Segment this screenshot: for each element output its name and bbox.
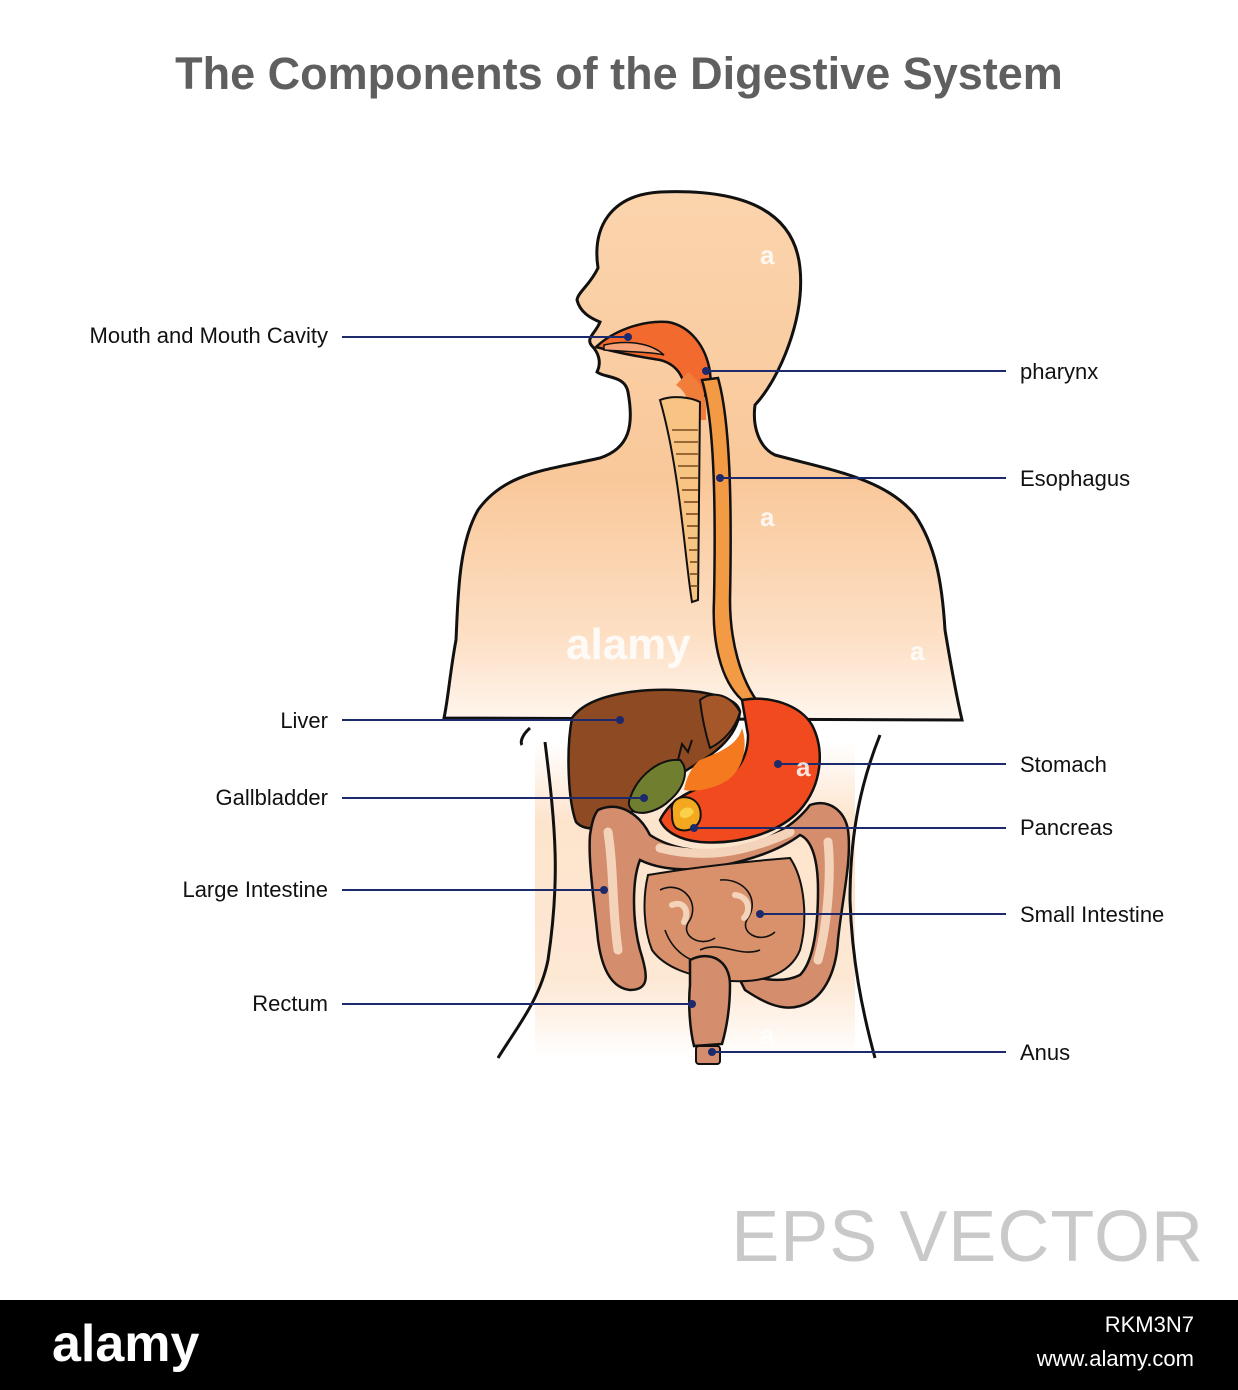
pancreas-inner — [680, 807, 694, 819]
anus-shape — [695, 1045, 721, 1065]
endpoint-esophagus — [716, 474, 724, 482]
leader-endpoints — [600, 333, 782, 1056]
footer-brand-logo: alamy — [52, 1315, 200, 1373]
footer-site-url: www.alamy.com — [1036, 1346, 1194, 1371]
label-pancreas: Pancreas — [1020, 815, 1113, 840]
endpoint-small-intestine — [756, 910, 764, 918]
endpoint-rectum — [688, 1000, 696, 1008]
endpoint-pharynx — [702, 367, 710, 375]
liver-lobe — [698, 693, 742, 750]
page-title: The Components of the Digestive System — [175, 48, 1063, 99]
torso-left-outline — [496, 741, 557, 1059]
large-intestine-highlight — [603, 827, 834, 965]
watermark-stomach: a — [796, 752, 811, 782]
endpoint-large-intestine — [600, 886, 608, 894]
torso-right-outline — [848, 734, 882, 1059]
label-anus: Anus — [1020, 1040, 1071, 1065]
label-pharynx: pharynx — [1020, 359, 1099, 384]
label-rectum: Rectum — [252, 991, 328, 1016]
stomach-inner — [684, 728, 745, 791]
watermark-chest: a — [760, 502, 775, 532]
small-intestine-coils — [659, 879, 776, 964]
label-gallbladder: Gallbladder — [215, 785, 328, 810]
endpoint-anus — [708, 1048, 716, 1056]
trachea-rings — [672, 429, 698, 587]
torso-left-edge — [519, 726, 532, 746]
endpoint-gallbladder — [640, 794, 648, 802]
endpoint-stomach — [774, 760, 782, 768]
leader-lines — [342, 336, 1006, 1053]
endpoint-pancreas — [690, 824, 698, 832]
label-liver: Liver — [280, 708, 328, 733]
watermark-head: a — [760, 240, 775, 270]
endpoint-liver — [616, 716, 624, 724]
liver-shape — [567, 688, 742, 830]
large-intestine-shape — [588, 802, 851, 1009]
diagram-stage: The Components of the Digestive System — [89, 48, 1204, 1277]
label-large-intestine: Large Intestine — [182, 877, 328, 902]
watermark-center: alamy — [566, 620, 691, 669]
small-intestine-light — [669, 892, 752, 925]
watermark-torso: a — [760, 1020, 775, 1050]
label-stomach: Stomach — [1020, 752, 1107, 777]
endpoint-mouth — [624, 333, 632, 341]
label-small-intestine: Small Intestine — [1020, 902, 1165, 927]
tongue — [603, 341, 665, 356]
watermark-right: a — [910, 636, 925, 666]
eps-vector-badge: EPS VECTOR — [731, 1197, 1204, 1277]
label-esophagus: Esophagus — [1020, 466, 1131, 491]
label-mouth: Mouth and Mouth Cavity — [89, 323, 328, 348]
small-intestine-shape — [643, 856, 806, 983]
footer-bar: alamy RKM3N7 www.alamy.com — [0, 1300, 1238, 1390]
bile-duct — [677, 739, 693, 761]
footer-image-id: RKM3N7 — [1104, 1312, 1194, 1337]
body-silhouette — [442, 190, 964, 722]
rectum-shape — [687, 954, 732, 1048]
digestive-system-illustration — [342, 190, 1006, 1065]
